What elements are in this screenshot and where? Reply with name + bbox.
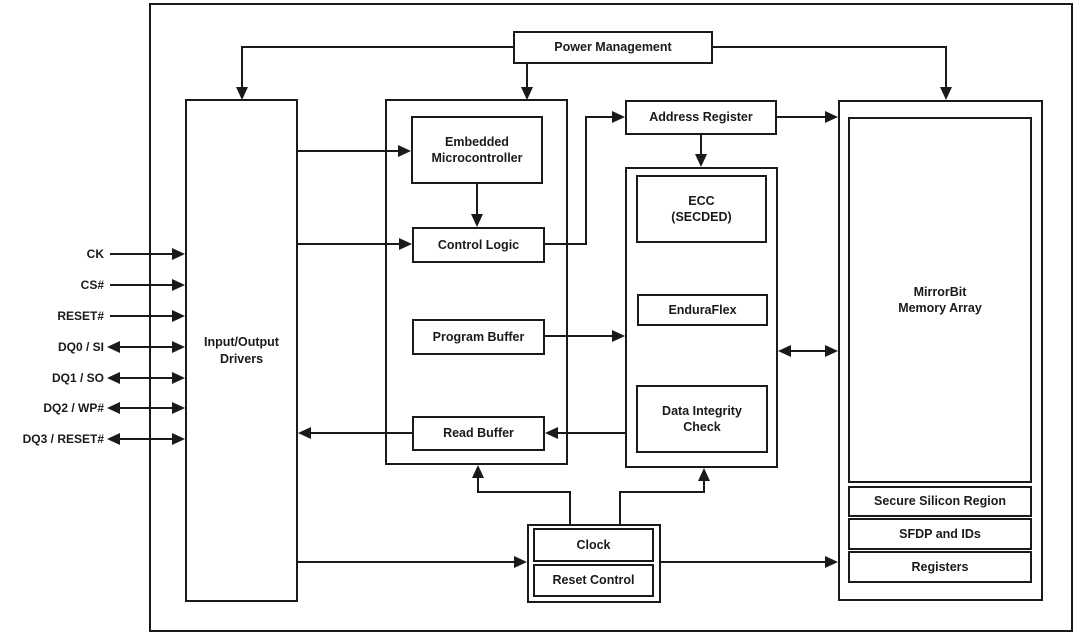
conn-clock-to-ecc-v2	[703, 480, 705, 493]
conn-clock-to-ecc-v1	[619, 492, 621, 524]
signal-line-dq1	[119, 377, 173, 379]
conn-clock-to-logic-h	[477, 491, 571, 493]
block-program-buffer: Program Buffer	[412, 319, 545, 355]
conn-pm-to-logic-arrow	[521, 87, 533, 100]
diagram-outer-border	[149, 3, 1073, 632]
block-reset-control: Reset Control	[533, 564, 654, 597]
signal-label-reset: RESET#	[57, 309, 104, 323]
signal-line-dq3	[119, 438, 173, 440]
conn-clock-to-registers-arrow	[825, 556, 838, 568]
conn-io-to-control-arrow	[399, 238, 412, 250]
conn-ecc-to-readbuf	[558, 432, 625, 434]
conn-progbuf-to-ecc-arrow	[612, 330, 625, 342]
signal-arrow-right-dq0	[172, 341, 185, 353]
signal-label-dq0: DQ0 / SI	[57, 340, 104, 354]
conn-ecc-to-readbuf-arrow	[545, 427, 558, 439]
block-registers: Registers	[848, 551, 1032, 583]
signal-label-dq2: DQ2 / WP#	[43, 401, 104, 415]
block-read-buffer: Read Buffer	[412, 416, 545, 451]
memory-group-container	[838, 100, 1043, 601]
conn-readbuf-to-io	[311, 432, 412, 434]
conn-clock-to-logic-v2	[477, 477, 479, 493]
conn-io-to-control	[298, 243, 401, 245]
conn-control-to-addr-arrow	[612, 111, 625, 123]
ecc-group-container	[625, 167, 778, 468]
conn-pm-to-memory-v	[945, 46, 947, 88]
conn-io-to-mcu	[298, 150, 400, 152]
conn-clock-to-ecc-h	[619, 491, 705, 493]
block-secure-silicon-region: Secure Silicon Region	[848, 486, 1032, 517]
conn-pm-to-io-arrow	[236, 87, 248, 100]
conn-clock-to-logic-arrow	[472, 465, 484, 478]
signal-line-dq0	[119, 346, 173, 348]
conn-pm-to-memory-arrow	[940, 87, 952, 100]
block-io-drivers: Input/Output Drivers	[185, 99, 298, 602]
signal-arrow-left-dq3	[107, 433, 120, 445]
block-clock: Clock	[533, 528, 654, 562]
block-mirrorbit-memory-array: MirrorBit Memory Array	[848, 117, 1032, 483]
conn-addr-to-memory	[777, 116, 825, 118]
block-sfdp-and-ids: SFDP and IDs	[848, 518, 1032, 550]
conn-clock-to-logic-v1	[569, 492, 571, 524]
signal-arrow-right-dq2	[172, 402, 185, 414]
conn-control-to-addr-h1	[545, 243, 587, 245]
conn-pm-to-io-v	[241, 46, 243, 88]
conn-addr-to-ecc-arrow	[695, 154, 707, 167]
block-control-logic: Control Logic	[412, 227, 545, 263]
conn-pm-to-logic-v	[526, 64, 528, 88]
signal-line-ck	[110, 253, 173, 255]
logic-group-container	[385, 99, 568, 465]
signal-line-dq2	[119, 407, 173, 409]
signal-arrow-left-dq2	[107, 402, 120, 414]
clock-reset-group-container	[527, 524, 661, 603]
signal-label-dq3: DQ3 / RESET#	[22, 432, 104, 446]
conn-mcu-to-control	[476, 184, 478, 217]
block-data-integrity-check: Data Integrity Check	[636, 385, 768, 453]
conn-pm-to-memory-h	[713, 46, 947, 48]
signal-line-cs	[110, 284, 173, 286]
signal-arrow-right-reset	[172, 310, 185, 322]
conn-addr-to-ecc	[700, 135, 702, 156]
signal-line-reset	[110, 315, 173, 317]
signal-arrow-left-dq1	[107, 372, 120, 384]
signal-label-cs: CS#	[80, 278, 104, 292]
conn-pm-to-io-h	[241, 46, 513, 48]
signal-label-dq1: DQ1 / SO	[51, 371, 104, 385]
conn-ecc-memory-arrow-left	[778, 345, 791, 357]
conn-mcu-to-control-arrow	[471, 214, 483, 227]
signal-arrow-right-cs	[172, 279, 185, 291]
conn-ecc-memory-arrow-right	[825, 345, 838, 357]
conn-control-to-addr-h2	[585, 116, 612, 118]
signal-arrow-right-ck	[172, 248, 185, 260]
conn-progbuf-to-ecc	[545, 335, 612, 337]
block-power-management: Power Management	[513, 31, 713, 64]
conn-io-to-mcu-arrow	[398, 145, 411, 157]
conn-ecc-memory-line	[790, 350, 826, 352]
block-enduraflex: EnduraFlex	[637, 294, 768, 326]
signal-arrow-right-dq3	[172, 433, 185, 445]
signal-arrow-left-dq0	[107, 341, 120, 353]
block-ecc: ECC (SECDED)	[636, 175, 767, 243]
conn-readbuf-to-io-arrow	[298, 427, 311, 439]
block-embedded-microcontroller: Embedded Microcontroller	[411, 116, 543, 184]
conn-io-to-clock-arrow	[514, 556, 527, 568]
conn-clock-to-ecc-arrow	[698, 468, 710, 481]
signal-arrow-right-dq1	[172, 372, 185, 384]
conn-io-to-clock	[298, 561, 514, 563]
signal-label-ck: CK	[86, 247, 104, 261]
conn-control-to-addr-v	[585, 116, 587, 245]
block-address-register: Address Register	[625, 100, 777, 135]
conn-clock-to-registers	[661, 561, 825, 563]
conn-addr-to-memory-arrow	[825, 111, 838, 123]
